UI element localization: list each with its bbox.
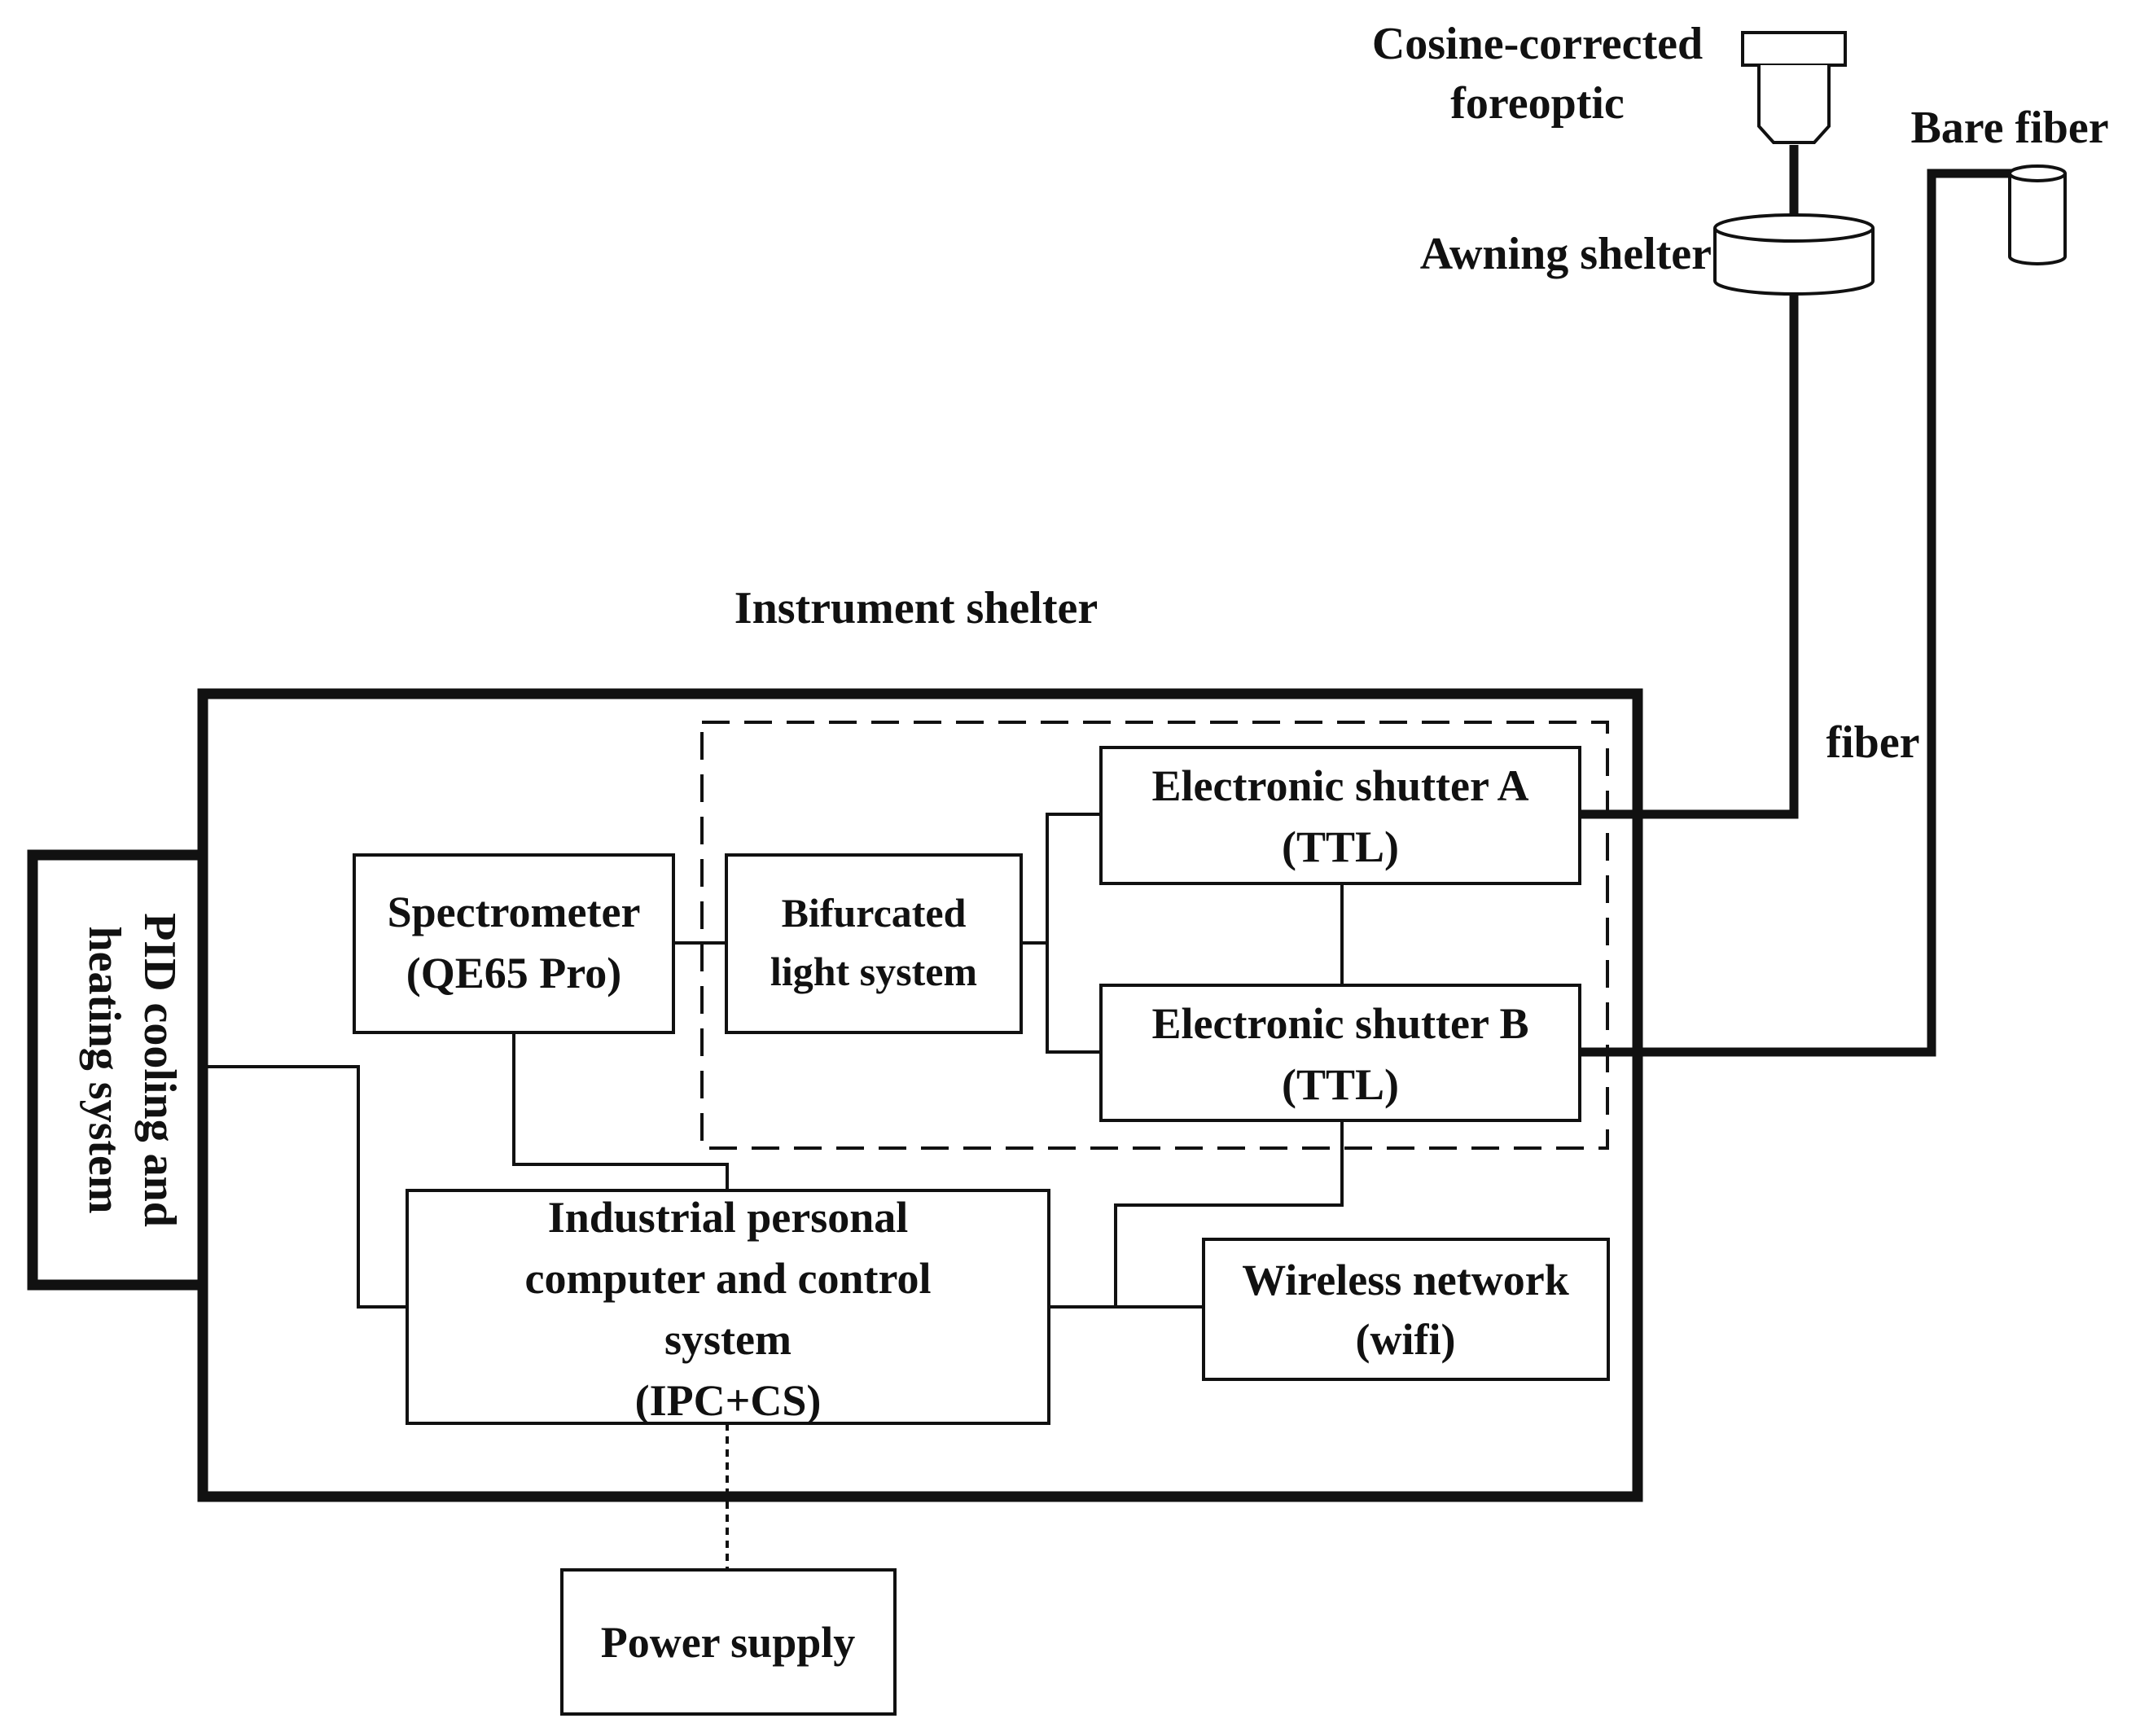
foreoptic-icon: [1741, 31, 1847, 144]
instrument-shelter-label: Instrument shelter: [735, 583, 1098, 633]
pid-box: [27, 849, 208, 1291]
bifurcated-label-line1: Bifurcated: [782, 890, 967, 936]
fiber-line-foreoptic: [1580, 147, 1799, 819]
shutter-a-label-line2: (TTL): [1282, 822, 1399, 871]
shutter-b-label-line1: Electronic shutter B: [1152, 999, 1529, 1048]
power-supply-box: [560, 1568, 897, 1716]
fiber-label: fiber: [1826, 717, 1919, 768]
spectrometer-label-line2: (QE65 Pro): [406, 949, 621, 997]
power-supply-label: Power supply: [601, 1618, 856, 1667]
dashed-optical-group: [700, 721, 1609, 1150]
wireless-box: [1202, 1238, 1610, 1381]
ipc-label-line2: computer and control: [525, 1254, 932, 1303]
bifurcated-box: [725, 853, 1023, 1034]
fiber-line-bare: [1580, 169, 2036, 1057]
shutter-a-box: [1099, 746, 1581, 885]
connectors: [203, 813, 1344, 1309]
spectrometer-box: [353, 853, 675, 1034]
cosine-label-line2: foreoptic: [1450, 78, 1625, 129]
awning-shelter-label: Awning shelter: [1420, 229, 1712, 279]
bare-fiber-label: Bare fiber: [1910, 103, 2108, 153]
pid-label-line2: heating system: [79, 926, 129, 1213]
wireless-label-line2: (wifi): [1356, 1315, 1456, 1364]
shutter-b-box: [1099, 984, 1581, 1122]
ipc-label-line3: system: [664, 1315, 792, 1364]
bare-fiber-icon: [2008, 164, 2067, 265]
shutter-a-label-line1: Electronic shutter A: [1152, 761, 1529, 810]
ipc-box: [406, 1189, 1050, 1425]
wireless-label-line1: Wireless network: [1242, 1256, 1568, 1304]
shutter-b-label-line2: (TTL): [1282, 1060, 1399, 1109]
ipc-label-line1: Industrial personal: [548, 1193, 909, 1242]
pid-label-line1: PID cooling and: [134, 913, 185, 1227]
awning-shelter-icon: [1713, 213, 1875, 296]
ipc-label-line4: (IPC+CS): [635, 1376, 822, 1425]
spectrometer-label-line1: Spectrometer: [388, 888, 641, 936]
cosine-label-line1: Cosine-corrected: [1372, 19, 1703, 69]
bifurcated-label-line2: light system: [770, 949, 977, 994]
